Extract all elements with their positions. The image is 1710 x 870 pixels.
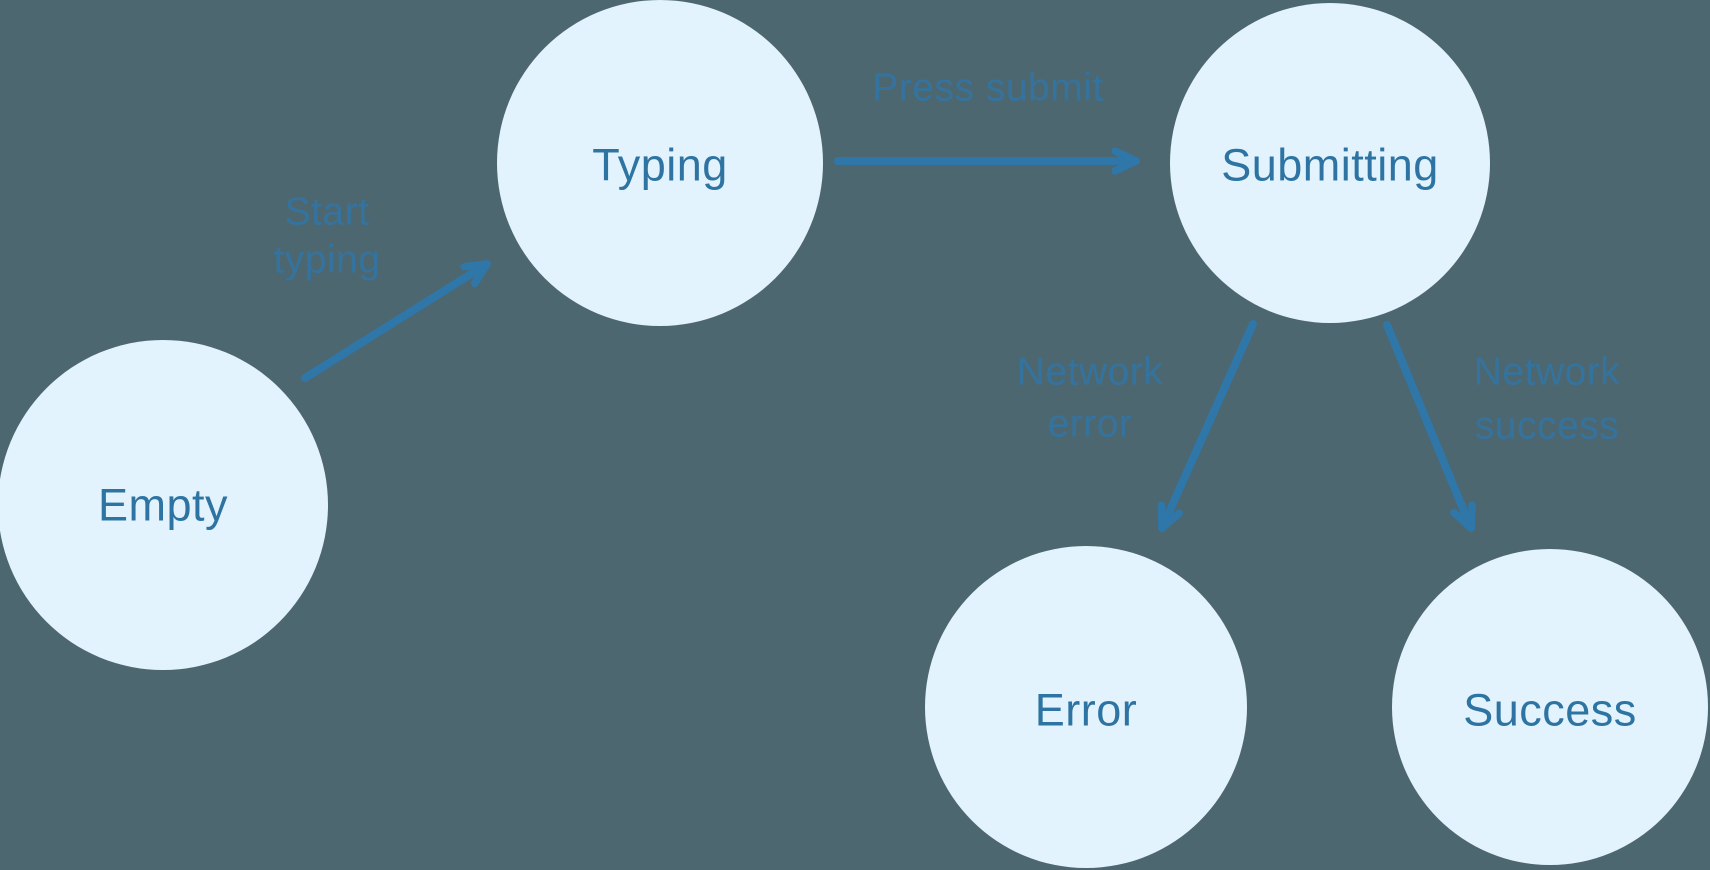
state-node-error: Error — [925, 546, 1247, 868]
state-node-empty-circle — [0, 340, 328, 670]
state-node-typing-label: Typing — [592, 140, 728, 191]
state-node-typing-circle — [497, 0, 823, 326]
transition-empty-to-typing: Start typing — [273, 191, 491, 382]
state-node-submitting: Submitting — [1170, 3, 1490, 323]
transition-label-start-typing-line1: Start — [285, 191, 370, 234]
transition-label-network-success-line2: success — [1475, 405, 1619, 448]
state-node-success-label: Success — [1463, 685, 1637, 736]
transition-label-network-error-line2: error — [1048, 403, 1133, 446]
transition-label-start-typing-line2: typing — [273, 239, 380, 282]
transition-submitting-to-success: Network success — [1383, 321, 1621, 532]
transition-label-network-error-line1: Network — [1017, 351, 1164, 394]
state-node-typing: Typing — [497, 0, 823, 326]
state-node-submitting-label: Submitting — [1221, 140, 1439, 191]
transition-typing-to-submitting: Press submit — [834, 67, 1140, 162]
transition-submitting-to-error: Network error — [1017, 320, 1257, 532]
state-node-success-circle — [1392, 549, 1708, 865]
transition-arrow-start-typing — [301, 260, 491, 382]
transition-arrow-network-error — [1162, 320, 1257, 532]
transition-label-network-success-line1: Network — [1474, 351, 1621, 394]
transition-arrow-network-success — [1383, 321, 1471, 532]
state-node-success: Success — [1392, 549, 1708, 865]
transition-label-press-submit: Press submit — [872, 67, 1103, 110]
state-node-error-label: Error — [1035, 685, 1138, 736]
state-node-error-circle — [925, 546, 1247, 868]
state-node-empty-label: Empty — [98, 480, 228, 531]
state-node-submitting-circle — [1170, 3, 1490, 323]
state-node-empty: Empty — [0, 340, 328, 670]
